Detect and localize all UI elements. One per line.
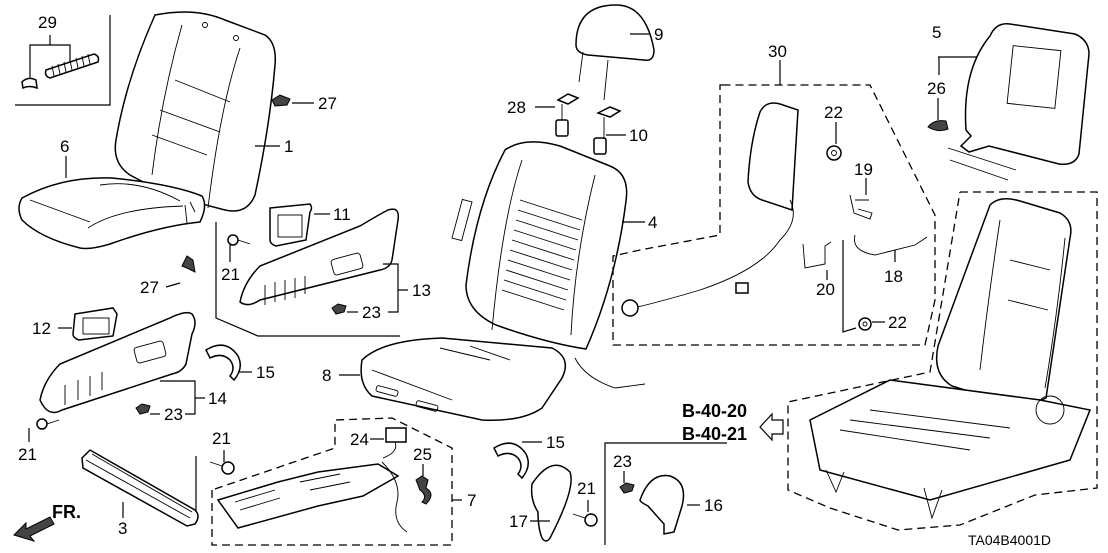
- diagram-code: TA04B4001D: [968, 532, 1051, 548]
- part-25-clip[interactable]: [415, 475, 432, 505]
- callout-27-lower: 27: [140, 278, 159, 297]
- part-15-trim-cover-b[interactable]: [493, 442, 529, 480]
- part-13-outer-side-trim[interactable]: [239, 208, 400, 306]
- part-17-reclining-cover[interactable]: [530, 464, 572, 542]
- part-6-seat-cushion-cover[interactable]: [18, 177, 206, 250]
- callout-6: 6: [60, 137, 69, 156]
- callout-21-d: 21: [577, 479, 596, 498]
- part-18-wire[interactable]: [853, 234, 928, 256]
- callout-17: 17: [509, 512, 528, 531]
- part-23-clip-c[interactable]: [619, 482, 635, 494]
- callout-27-upper: 27: [318, 94, 337, 113]
- callout-3: 3: [118, 519, 127, 538]
- part-21-screw-d[interactable]: [572, 513, 598, 527]
- callout-8: 8: [322, 366, 331, 385]
- callout-23-a: 23: [362, 303, 381, 322]
- part-30-side-airbag[interactable]: [621, 102, 799, 317]
- callout-22-a: 22: [824, 103, 843, 122]
- part-3-trim-strip[interactable]: [81, 449, 199, 527]
- callout-23-b: 23: [164, 405, 183, 424]
- part-8-seat-cushion-pad[interactable]: [360, 337, 646, 421]
- cross-ref-arrow-icon: [759, 412, 784, 442]
- part-24-connector[interactable]: [382, 427, 407, 459]
- part-11-switch-cover[interactable]: [269, 203, 313, 247]
- cross-ref-b-40-20[interactable]: B-40-20: [682, 401, 747, 421]
- part-seat-frame[interactable]: [809, 198, 1092, 520]
- part-22-nut-b[interactable]: [858, 317, 872, 331]
- callout-5: 5: [932, 23, 941, 42]
- part-21-screw-c[interactable]: [209, 461, 235, 475]
- callout-21-b: 21: [18, 445, 37, 464]
- callout-16: 16: [704, 496, 723, 515]
- part-23-clip-b[interactable]: [135, 403, 151, 415]
- callout-11: 11: [333, 205, 351, 224]
- part-29-clip-set[interactable]: [15, 15, 111, 106]
- callout-15-b: 15: [546, 433, 565, 452]
- part-5-back-panel[interactable]: [947, 23, 1090, 181]
- callout-13: 13: [412, 281, 431, 300]
- callout-25: 25: [413, 445, 432, 464]
- callout-4: 4: [648, 213, 657, 232]
- part-16-hinge-cover[interactable]: [639, 474, 685, 535]
- part-1-seatback-cover[interactable]: [114, 11, 277, 212]
- callout-21-a: 21: [221, 265, 240, 284]
- direction-label: FR.: [52, 502, 81, 522]
- part-10-headrest-guide[interactable]: [593, 106, 622, 155]
- part-14-inner-side-trim[interactable]: [39, 311, 196, 414]
- callout-14: 14: [208, 389, 227, 408]
- callout-9: 9: [654, 25, 663, 44]
- part-22-nut-a[interactable]: [826, 145, 842, 161]
- part-27-hook-upper[interactable]: [271, 94, 291, 107]
- callout-26: 26: [927, 79, 946, 98]
- callout-15-a: 15: [256, 363, 275, 382]
- callout-23-c: 23: [613, 452, 632, 471]
- part-9-headrest[interactable]: [575, 4, 655, 101]
- callout-1: 1: [284, 137, 293, 156]
- callout-30: 30: [768, 42, 787, 61]
- callout-7: 7: [467, 491, 476, 510]
- part-27-hook-lower[interactable]: [181, 255, 196, 273]
- part-20-wire[interactable]: [802, 241, 832, 269]
- part-19-wire[interactable]: [849, 194, 873, 220]
- part-15-trim-cover-a[interactable]: [205, 344, 241, 382]
- direction-arrow-front: FR.: [13, 502, 81, 542]
- callout-24: 24: [350, 430, 369, 449]
- callout-21-c: 21: [212, 429, 231, 448]
- callout-28: 28: [507, 98, 526, 117]
- callout-10: 10: [629, 126, 648, 145]
- part-7-seat-heater[interactable]: [216, 461, 408, 533]
- part-12-knob-cover[interactable]: [72, 307, 118, 341]
- callout-20: 20: [816, 280, 835, 299]
- callout-19: 19: [854, 160, 873, 179]
- callout-12: 12: [32, 319, 51, 338]
- part-28-headrest-guide[interactable]: [555, 93, 580, 137]
- callout-22-b: 22: [888, 313, 907, 332]
- part-21-screw-a[interactable]: [227, 234, 251, 246]
- part-4-seatback-pad[interactable]: [451, 141, 628, 350]
- callout-29: 29: [38, 13, 57, 32]
- cross-ref-b-40-21[interactable]: B-40-21: [682, 424, 747, 444]
- part-26-clip[interactable]: [927, 120, 949, 132]
- part-23-clip-a[interactable]: [331, 303, 347, 315]
- callout-18: 18: [884, 267, 903, 286]
- part-21-screw-b[interactable]: [36, 418, 60, 430]
